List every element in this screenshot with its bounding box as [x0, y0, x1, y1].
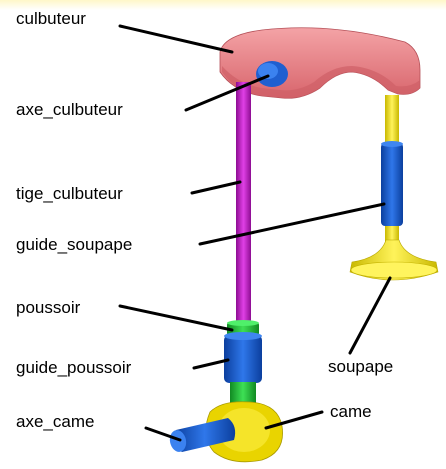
guide-poussoir-body — [224, 335, 262, 383]
label-axe-culbuteur: axe_culbuteur — [16, 101, 123, 118]
soupape-face — [351, 262, 437, 278]
label-guide-soupape: guide_soupape — [16, 236, 132, 253]
label-came: came — [330, 403, 372, 420]
leader-guide-poussoir — [194, 360, 228, 368]
tige-culbuteur-body — [236, 82, 251, 327]
leader-soupape — [350, 278, 390, 353]
label-poussoir: poussoir — [16, 299, 80, 316]
guide-soupape-body — [381, 143, 403, 226]
label-soupape: soupape — [328, 358, 393, 375]
leader-guide-soupape — [200, 204, 384, 244]
leader-culbuteur — [120, 26, 232, 52]
label-tige-culbuteur: tige_culbuteur — [16, 185, 123, 202]
poussoir-lower — [230, 382, 256, 404]
label-guide-poussoir: guide_poussoir — [16, 359, 131, 376]
label-axe-came: axe_came — [16, 413, 94, 430]
leader-tige-culbuteur — [192, 182, 240, 193]
leader-poussoir — [120, 306, 232, 330]
label-culbuteur: culbuteur — [16, 10, 86, 27]
